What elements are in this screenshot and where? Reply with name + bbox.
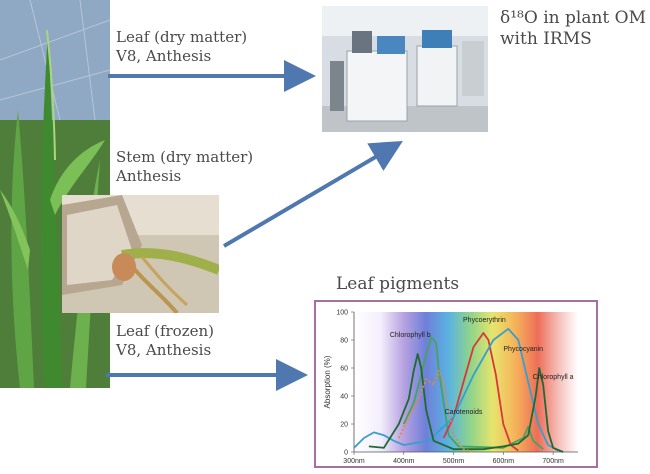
annotation-carotenoids: Carotenoids — [445, 409, 483, 416]
irms-lab-photo — [322, 6, 488, 132]
arrow-stem-dry — [222, 140, 403, 248]
leaf-frozen-line1: Leaf (frozen) — [116, 322, 214, 340]
spectrum-background — [354, 312, 578, 452]
stem-dry-line1: Stem (dry matter) — [116, 148, 254, 166]
series-carotenoids — [397, 369, 474, 453]
x-tick-label: 400nm — [393, 458, 415, 465]
x-tick-label: 300nm — [343, 458, 365, 465]
leaf-dry-line2: V8, Anthesis — [116, 47, 212, 65]
series-chlorophyll-b — [402, 336, 544, 450]
y-tick-label: 80 — [340, 338, 348, 345]
stem-dry-line2: Anthesis — [116, 167, 182, 185]
y-tick-label: 40 — [340, 394, 348, 401]
leaf-dry-line1: Leaf (dry matter) — [116, 28, 248, 46]
annotation-phycocyanin: Phycocyanin — [503, 346, 543, 353]
annotation-phycoerythrin: Phycoerythrin — [463, 317, 506, 324]
series-chlorophyll-a — [368, 353, 564, 453]
stem-dry-label: Stem (dry matter) Anthesis — [116, 148, 253, 186]
y-tick-label: 60 — [340, 366, 348, 373]
y-tick-label: 0 — [344, 450, 348, 457]
series-phycoerythrin — [442, 332, 519, 452]
y-axis-label: Absorption (%) — [323, 355, 332, 408]
leaf-dry-label: Leaf (dry matter) V8, Anthesis — [116, 28, 247, 66]
irms-line1: δ¹⁸O in plant OM — [500, 8, 646, 28]
stem-sampling-photo — [62, 195, 219, 313]
y-tick-label: 20 — [340, 422, 348, 429]
pigment-absorption-chart: 0 20 40 60 80 100 300nm 400nm 500nm 600nm 700nm Abs… — [314, 300, 598, 468]
irms-instrument-illustration — [322, 6, 488, 132]
pigment-absorption-svg: 0 20 40 60 80 100 300nm 400nm 500nm 600nm 700nm Abs… — [323, 310, 578, 465]
leaf-frozen-line2: V8, Anthesis — [116, 341, 212, 359]
pigments-title: Leaf pigments — [336, 274, 460, 294]
stem-sampling-illustration — [62, 195, 219, 313]
annotation-chlorophyll-b: Chlorophyll b — [390, 332, 431, 339]
annotation-chlorophyll-a: Chlorophyll a — [533, 374, 574, 381]
x-tick-label: 700nm — [542, 458, 564, 465]
x-tick-label: 600nm — [493, 458, 515, 465]
irms-label: δ¹⁸O in plant OM with IRMS — [500, 8, 646, 50]
y-tick-label: 100 — [336, 310, 348, 317]
x-tick-label: 500nm — [443, 458, 465, 465]
irms-line2: with IRMS — [500, 29, 592, 49]
leaf-frozen-label: Leaf (frozen) V8, Anthesis — [116, 322, 214, 360]
series-phycocyanin — [353, 327, 559, 452]
